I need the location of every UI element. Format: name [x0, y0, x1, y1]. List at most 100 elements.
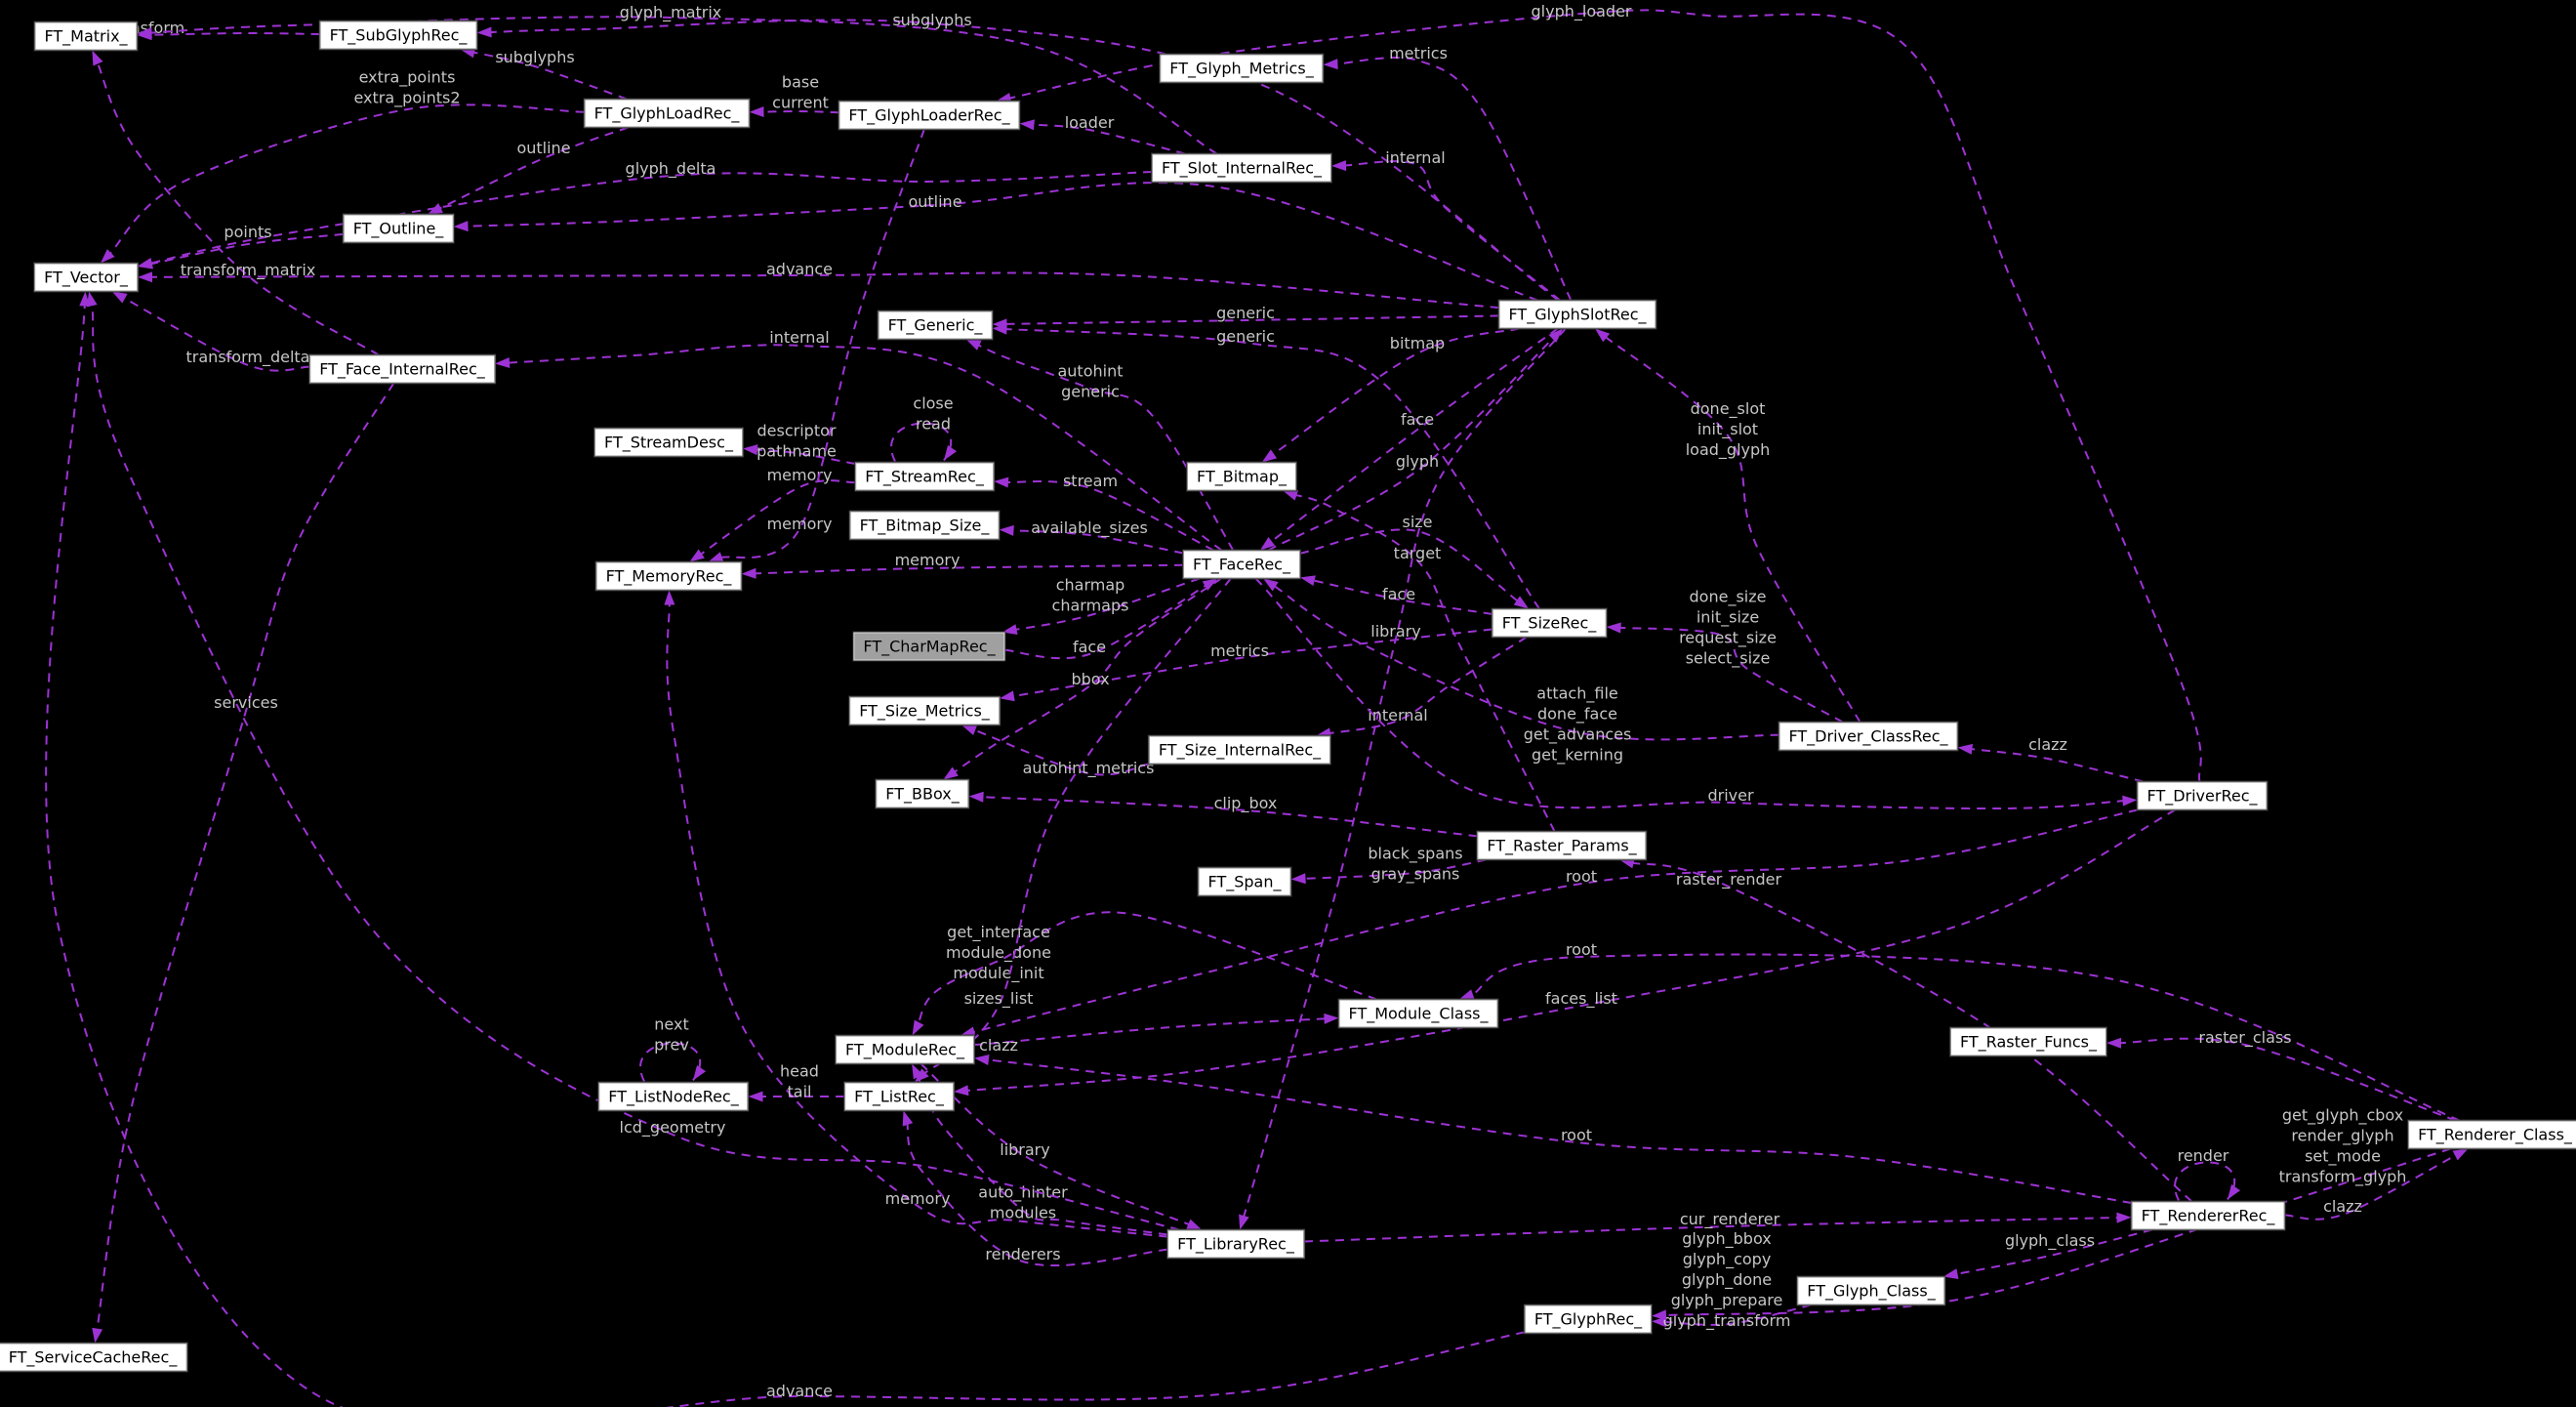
- node-ft_listrec[interactable]: FT_ListRec_: [844, 1082, 954, 1111]
- arrowhead-black_spans: [1290, 873, 1306, 885]
- node-ft_glyph_class[interactable]: FT_Glyph_Class_: [1797, 1276, 1945, 1305]
- node-ft_size_metrics[interactable]: FT_Size_Metrics_: [849, 696, 1000, 725]
- arrowhead-attach_file: [1263, 578, 1279, 592]
- edge-bbox: [952, 577, 1222, 774]
- edge-label: bitmap: [1390, 334, 1445, 352]
- node-ft_raster_params[interactable]: FT_Raster_Params_: [1477, 831, 1647, 860]
- arrowhead-transform_delta: [111, 291, 128, 304]
- node-ft_memoryrec[interactable]: FT_MemoryRec_: [595, 561, 742, 591]
- arrowhead-internal: [495, 357, 511, 369]
- node-ft_subglyphrec[interactable]: FT_SubGlyphRec_: [319, 21, 477, 50]
- node-ft_face_internalrec[interactable]: FT_Face_InternalRec_: [309, 354, 495, 384]
- node-ft_vector[interactable]: FT_Vector_: [34, 263, 138, 292]
- node-ft_sizerec[interactable]: FT_SizeRec_: [1492, 608, 1607, 638]
- arrowhead-internal: [1331, 160, 1347, 172]
- arrowhead-root: [960, 1026, 976, 1038]
- edge-clazz: [973, 1017, 1328, 1046]
- node-ft_bitmap_size[interactable]: FT_Bitmap_Size_: [849, 511, 1000, 540]
- edge-label: render: [2178, 1146, 2229, 1165]
- edge-label: autohint_metrics: [1023, 759, 1155, 778]
- node-ft_glyphloaderrec[interactable]: FT_GlyphLoaderRec_: [838, 101, 1020, 130]
- node-ft_renderer_class[interactable]: FT_Renderer_Class_: [2408, 1120, 2576, 1149]
- node-ft_slot_internalrec[interactable]: FT_Slot_InternalRec_: [1151, 153, 1332, 183]
- edge-label: outline: [908, 192, 961, 211]
- arrowhead-lcd_geometry: [86, 291, 98, 308]
- edge-label: services: [214, 693, 278, 712]
- arrowhead-close: [944, 445, 958, 461]
- node-ft_modulerec[interactable]: FT_ModuleRec_: [836, 1035, 974, 1064]
- arrowhead-root: [1458, 989, 1475, 1000]
- edge-target: [1293, 493, 1556, 832]
- node-ft_driverrec[interactable]: FT_DriverRec_: [2137, 781, 2268, 810]
- node-ft_glyphrec[interactable]: FT_GlyphRec_: [1524, 1304, 1653, 1334]
- arrowhead-available_sizes: [999, 524, 1014, 536]
- edge-label: advance: [766, 260, 833, 278]
- edge-label: available_sizes: [1031, 518, 1148, 538]
- edge-close: [890, 422, 953, 462]
- node-ft_streamdesc[interactable]: FT_StreamDesc_: [594, 428, 743, 457]
- node-ft_bitmap[interactable]: FT_Bitmap_: [1187, 462, 1296, 491]
- node-ft_bbox[interactable]: FT_BBox_: [876, 779, 969, 808]
- arrowhead-bbox: [943, 766, 959, 780]
- arrowhead-glyph_loader: [996, 93, 1012, 103]
- node-ft_glyph_metrics[interactable]: FT_Glyph_Metrics_: [1160, 54, 1324, 83]
- arrowhead-transform_matrix: [92, 50, 103, 66]
- edge-label: subglyphs: [495, 48, 574, 66]
- node-ft_facerec[interactable]: FT_FaceRec_: [1183, 550, 1300, 579]
- edge-done_size: [1617, 626, 1844, 724]
- node-ft_raster_funcs[interactable]: FT_Raster_Funcs_: [1949, 1027, 2107, 1056]
- node-ft_rendererrec[interactable]: FT_RendererRec_: [2131, 1201, 2285, 1230]
- edge-faces_list: [964, 808, 2176, 1092]
- node-ft_module_class[interactable]: FT_Module_Class_: [1338, 999, 1498, 1028]
- edge-outline: [465, 182, 1538, 302]
- edge-label: internal: [1385, 148, 1445, 167]
- node-ft_servicecacherec[interactable]: FT_ServiceCacheRec_: [0, 1343, 187, 1372]
- edge-label: outline: [516, 139, 570, 157]
- arrowhead-get_interface: [912, 1019, 924, 1036]
- node-ft_glyphslotrec[interactable]: FT_GlyphSlotRec_: [1498, 300, 1656, 329]
- edge-internal: [1342, 160, 1561, 302]
- edge-label: target: [1394, 544, 1442, 562]
- edge-face: [1004, 583, 1208, 660]
- arrowhead-glyph_class: [1942, 1268, 1959, 1280]
- edge-label: transform_delta: [186, 348, 310, 367]
- arrowhead-bitmap: [1261, 449, 1278, 463]
- node-ft_streamrec[interactable]: FT_StreamRec_: [855, 462, 994, 491]
- node-ft_glyphloadrec[interactable]: FT_GlyphLoadRec_: [584, 99, 750, 128]
- node-ft_listnoderec[interactable]: FT_ListNodeRec_: [598, 1082, 749, 1111]
- arrowhead-outline: [453, 221, 469, 232]
- edge-label: points: [224, 223, 271, 241]
- edge-label: glyph_class: [2005, 1231, 2095, 1251]
- arrowhead-root: [974, 1055, 990, 1065]
- node-ft_matrix[interactable]: FT_Matrix_: [34, 21, 138, 51]
- arrowhead-autohint_metrics: [961, 724, 978, 735]
- edge-label: root: [1561, 1126, 1592, 1144]
- edge-glyph_matrix: [148, 16, 1218, 155]
- arrowhead-stream: [994, 476, 1009, 488]
- node-ft_outline[interactable]: FT_Outline_: [343, 214, 454, 243]
- arrowhead-base: [749, 106, 764, 118]
- edge-internal: [506, 344, 1223, 552]
- arrowhead-subglyphs: [476, 26, 492, 38]
- edge-root: [1469, 953, 2461, 1122]
- node-ft_generic[interactable]: FT_Generic_: [878, 310, 993, 340]
- node-ft_span[interactable]: FT_Span_: [1198, 867, 1291, 896]
- node-ft_driver_classrec[interactable]: FT_Driver_ClassRec_: [1779, 722, 1958, 751]
- edge-label: library: [1000, 1140, 1049, 1159]
- edge-memory: [718, 129, 925, 559]
- arrowhead-library: [1186, 1219, 1203, 1230]
- edge-glyph_class: [1954, 1228, 2152, 1276]
- node-ft_libraryrec[interactable]: FT_LibraryRec_: [1167, 1229, 1304, 1259]
- edge-services: [96, 382, 395, 1332]
- node-ft_size_internalrec[interactable]: FT_Size_InternalRec_: [1148, 735, 1331, 765]
- edge-label: root: [1566, 867, 1597, 886]
- edge-black_spans: [1302, 858, 1487, 880]
- edge-auto_hinter: [916, 1073, 1168, 1236]
- edge-bitmap: [1270, 327, 1520, 457]
- arrowhead-done_size: [1606, 622, 1621, 634]
